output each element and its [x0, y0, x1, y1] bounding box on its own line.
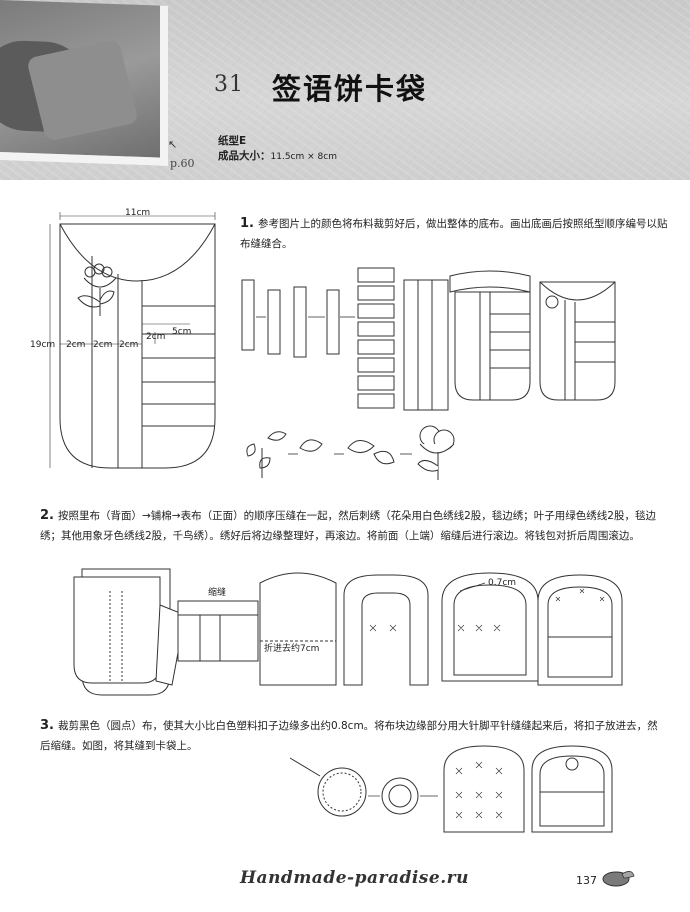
- step-3-button-diagram: [289, 745, 613, 833]
- label-gather: 缩缝: [208, 586, 226, 598]
- step-1-number: 1.: [240, 216, 254, 231]
- cursor-icon: ↖: [168, 138, 178, 151]
- step-2: 2.按照里布（背面）→铺棉→表布（正面）的顺序压缝在一起，然后刺绣（花朵用白色绣…: [40, 506, 665, 546]
- size-label: 成品大小：: [218, 150, 271, 162]
- site-watermark-logo: Handmade-paradise.ru: [240, 868, 469, 888]
- dim-width-label: 11cm: [125, 208, 150, 218]
- title-number: 31: [214, 72, 244, 97]
- page-title: 签语饼卡袋: [272, 72, 428, 106]
- step-1-text: 参考图片上的颜色将布料裁剪好后，做出整体的底布。画出底画后按照纸型顺序编号以贴布…: [240, 218, 668, 250]
- dim-seg-3: 2cm: [119, 340, 138, 350]
- page-header: ↖ p.60 31 签语饼卡袋 纸型E 成品大小：11.5cm × 8cm: [0, 0, 690, 180]
- bird-icon: [602, 871, 635, 887]
- page-number: 137: [576, 874, 597, 887]
- dim-seg-2: 2cm: [93, 340, 112, 350]
- step-1: 1.参考图片上的颜色将布料裁剪好后，做出整体的底布。画出底画后按照纸型顺序编号以…: [240, 214, 670, 254]
- product-photo: [0, 0, 168, 166]
- photo-pouch-square: [26, 38, 139, 142]
- dim-seg-1: 2cm: [66, 340, 85, 350]
- step-3-text: 裁剪黑色（圆点）布，使其大小比白色塑料扣子边缘多出约0.8cm。将布块边缘部分用…: [40, 720, 658, 752]
- step-2-quilting-diagram: 缩缝 折进去约7cm 0.7cm: [73, 568, 623, 696]
- flower-applique-sequence: [246, 425, 455, 480]
- pattern-meta: 纸型E 成品大小：11.5cm × 8cm: [218, 134, 337, 165]
- label-fold-in: 折进去约7cm: [264, 642, 319, 654]
- pattern-label: 纸型E: [218, 135, 247, 147]
- photo-page-ref: p.60: [170, 157, 195, 170]
- step-2-text: 按照里布（背面）→铺棉→表布（正面）的顺序压缝在一起，然后刺绣（花朵用白色绣线2…: [40, 510, 656, 542]
- dim-right-label: 5cm: [172, 327, 191, 337]
- step-2-number: 2.: [40, 508, 54, 523]
- label-margin: 0.7cm: [488, 578, 516, 588]
- size-value: 11.5cm × 8cm: [270, 152, 337, 162]
- main-pattern-diagram: 11cm 19cm 2cm 2cm 2cm 2cm 5cm: [30, 208, 216, 469]
- dim-seg-4: 2cm: [146, 332, 165, 342]
- step-3: 3.裁剪黑色（圆点）布，使其大小比白色塑料扣子边缘多出约0.8cm。将布块边缘部…: [40, 716, 665, 756]
- step-3-number: 3.: [40, 718, 54, 733]
- dim-height-label: 19cm: [30, 340, 55, 350]
- step-1-assembly-diagram: [241, 267, 616, 411]
